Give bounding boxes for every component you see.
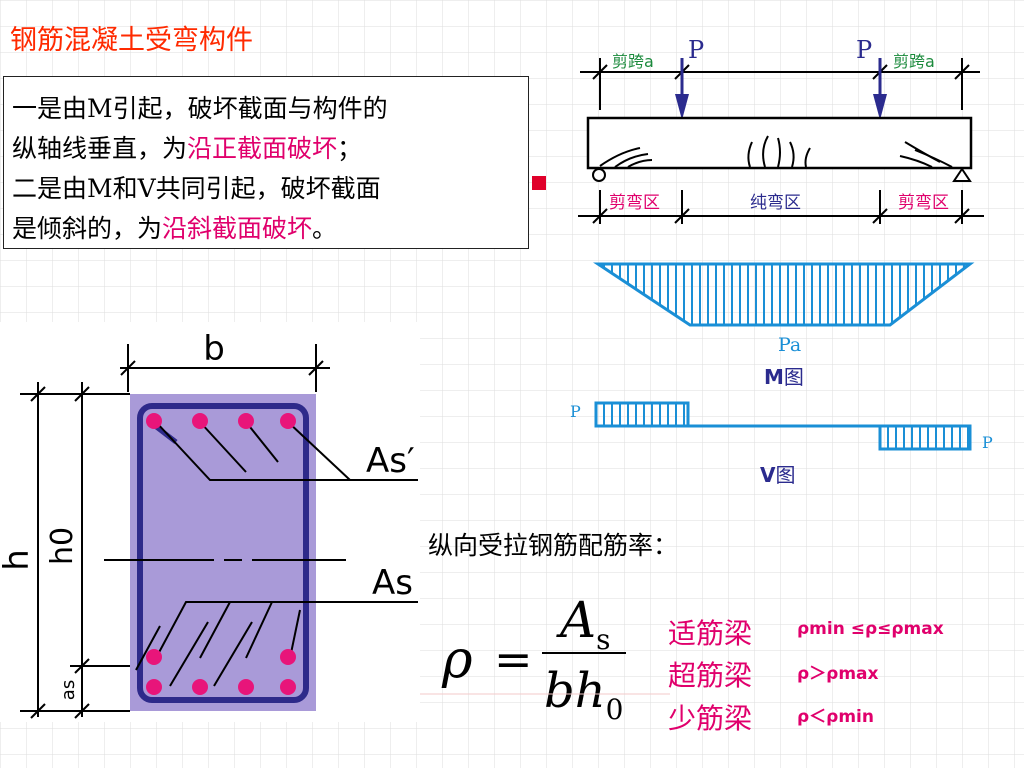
rebar-dot xyxy=(146,679,162,695)
load-right-label: P xyxy=(856,36,872,64)
beam-load-diagram: 剪跨a 剪跨a P P 剪弯区 纯弯区 剪弯区 Pa xyxy=(570,36,993,487)
height-label: h xyxy=(0,549,37,571)
slide-title: 钢筋混凝土受弯构件 xyxy=(10,25,253,56)
load-arrow-left xyxy=(675,58,689,120)
desc-line-2-text: 纵轴线垂直，为 xyxy=(12,134,188,163)
red-square-marker xyxy=(532,176,546,190)
zone-left-label: 剪弯区 xyxy=(609,193,660,213)
moment-diagram-caption: M图 xyxy=(764,365,804,389)
shear-caption-suffix: 图 xyxy=(775,463,795,487)
zone-mid-label: 纯弯区 xyxy=(750,193,801,213)
rebar-dot xyxy=(146,413,162,429)
beam-cross-section: b h h0 as As′ As xyxy=(0,322,420,722)
shear-left-label: P xyxy=(570,402,581,421)
shear-caption-letter: V xyxy=(760,463,776,487)
crack-pattern xyxy=(599,135,953,168)
cover-label: as xyxy=(58,680,79,700)
reinforcement-ratio-formula: ρ = As bh0 xyxy=(420,591,670,726)
rebar-dot xyxy=(238,679,254,695)
formula-denominator-sub: 0 xyxy=(606,693,624,726)
desc-line-2: 纵轴线垂直，为沿正截面破坏； xyxy=(12,129,522,169)
rebar-dot xyxy=(280,679,296,695)
condition-under-reinforced: ρmin ≤ρ≤ρmax xyxy=(797,619,944,639)
stirrup xyxy=(137,403,309,703)
beam-type-over-reinforced: 超筋梁 xyxy=(668,659,753,692)
shear-right-label: P xyxy=(982,433,993,452)
rebar-dot xyxy=(192,413,208,429)
rebar-dot xyxy=(146,649,162,665)
shear-span-right-label: 剪跨a xyxy=(893,52,935,71)
formula-equals: = xyxy=(494,632,533,686)
shear-span-left-label: 剪跨a xyxy=(612,52,654,71)
inclined-section-failure-highlight: 沿斜截面破坏 xyxy=(162,214,313,243)
moment-caption-letter: M xyxy=(764,365,784,389)
desc-line-4-text: 是倾斜的，为 xyxy=(12,214,163,243)
desc-line-2-punct: ； xyxy=(337,134,363,163)
formula-numerator-sub: s xyxy=(596,623,610,656)
height-dimensions xyxy=(20,382,130,719)
formula-denominator-main: bh xyxy=(544,663,606,719)
beam-supports xyxy=(592,167,972,182)
bottom-steel-label: As xyxy=(372,563,413,603)
desc-line-3: 二是由M和V共同引起，破坏截面 xyxy=(12,174,381,203)
load-arrow-right xyxy=(873,58,887,120)
zone-right-label: 剪弯区 xyxy=(898,193,949,213)
formula-rho: ρ xyxy=(441,630,473,690)
zone-dimension xyxy=(578,190,984,224)
reinforcement-ratio-title: 纵向受拉钢筋配筋率： xyxy=(428,531,679,560)
shear-diagram-caption: V图 xyxy=(760,463,795,487)
rebar-dot xyxy=(280,413,296,429)
top-steel-label: As′ xyxy=(366,441,415,481)
beam-type-lightly-reinforced: 少筋梁 xyxy=(668,702,753,735)
width-label: b xyxy=(203,329,225,369)
condition-over-reinforced: ρ＞ρmax xyxy=(797,664,879,684)
rebar-dot xyxy=(280,649,296,665)
rebar-dot xyxy=(238,413,254,429)
desc-line-1: 一是由M引起，破坏截面与构件的 xyxy=(12,94,388,123)
effective-height-label: h0 xyxy=(45,527,80,565)
description-box: 一是由M引起，破坏截面与构件的 纵轴线垂直，为沿正截面破坏； 二是由M和V共同引… xyxy=(3,76,529,249)
shear-diagram xyxy=(594,401,972,451)
top-steel-leaders xyxy=(155,421,418,481)
condition-lightly-reinforced: ρ＜ρmin xyxy=(797,707,874,727)
beam-type-under-reinforced: 适筋梁 xyxy=(668,617,753,650)
formula-numerator: As xyxy=(556,591,610,656)
desc-line-4: 是倾斜的，为沿斜截面破坏。 xyxy=(12,209,522,249)
moment-diagram xyxy=(593,262,975,327)
load-left-label: P xyxy=(688,36,704,64)
formula-numerator-main: A xyxy=(556,591,596,649)
rebar-dot xyxy=(192,679,208,695)
normal-section-failure-highlight: 沿正截面破坏 xyxy=(187,134,338,163)
rebar-group xyxy=(146,413,296,695)
width-dimension xyxy=(120,344,330,392)
desc-line-4-punct: 。 xyxy=(312,214,338,243)
moment-value-label: Pa xyxy=(778,334,801,356)
moment-caption-suffix: 图 xyxy=(784,365,804,389)
formula-denominator: bh0 xyxy=(544,663,623,726)
